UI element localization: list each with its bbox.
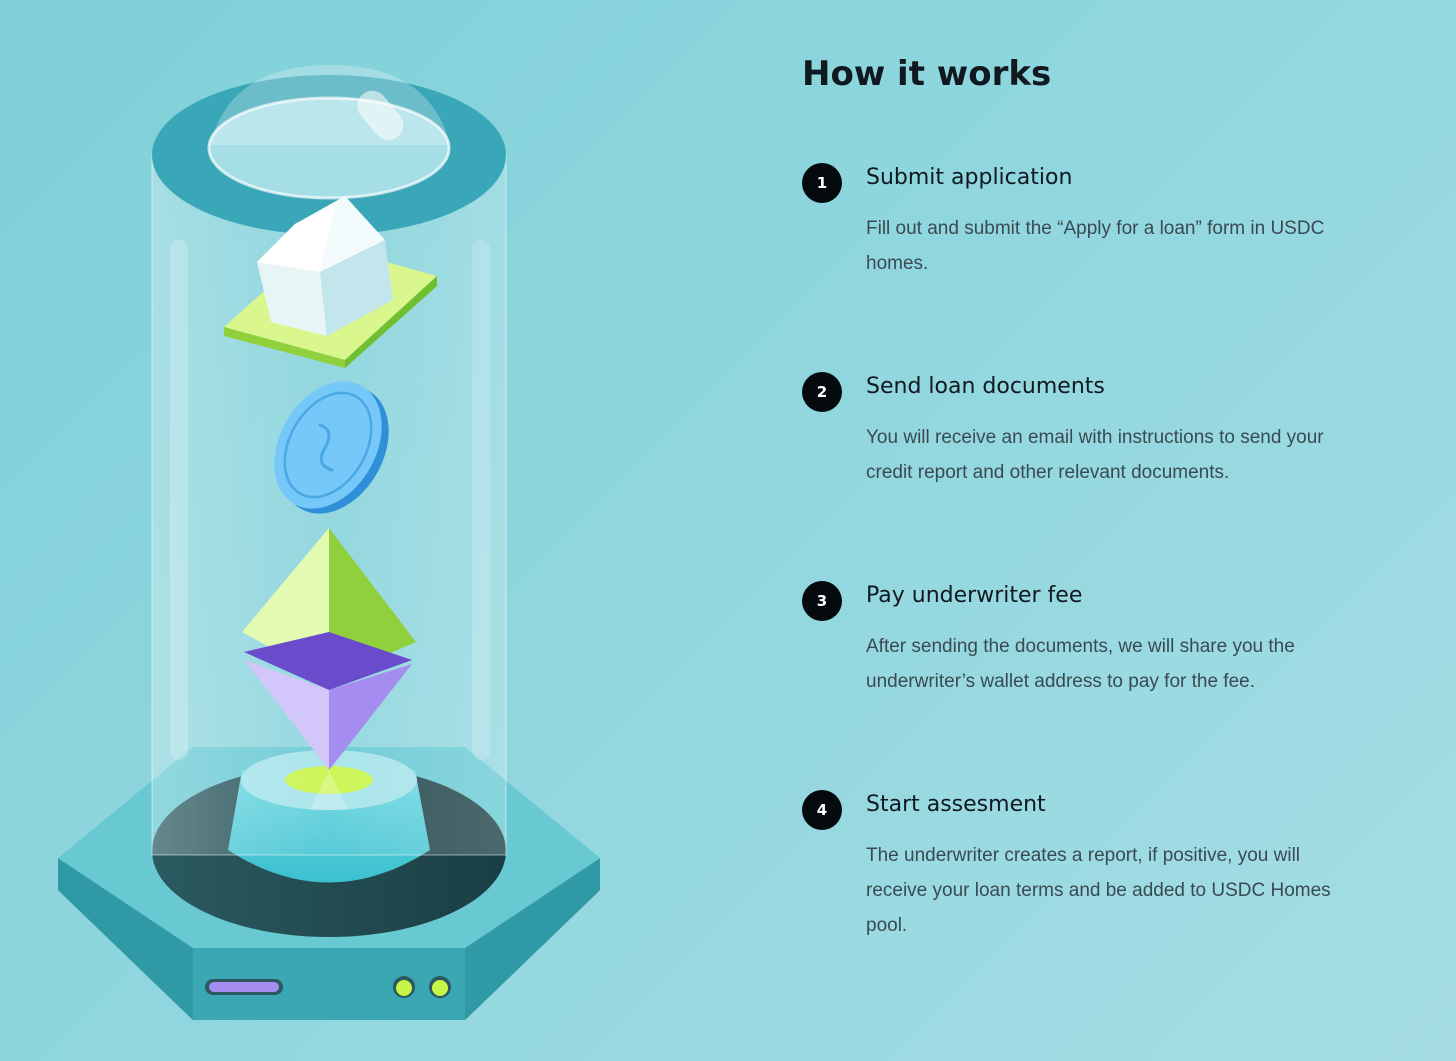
illustration [58,65,600,1020]
step-number-badge: 3 [802,581,842,621]
house-icon [224,196,437,368]
page-title: How it works [802,54,1052,94]
step-description: Fill out and submit the “Apply for a loa… [866,218,1325,274]
step-number-badge: 4 [802,790,842,830]
usdc-coin-icon [274,381,389,514]
step-number-badge: 1 [802,163,842,203]
step-title: Start assesment [866,792,1046,817]
step-title: Pay underwriter fee [866,583,1083,608]
step-title: Send loan documents [866,374,1105,399]
step-description: After sending the documents, we will sha… [866,636,1295,692]
step-description: The underwriter creates a report, if pos… [866,845,1331,936]
step-title: Submit application [866,165,1073,190]
step-description: You will receive an email with instructi… [866,427,1324,483]
ethereum-icon [242,528,416,810]
step-number-badge: 2 [802,372,842,412]
